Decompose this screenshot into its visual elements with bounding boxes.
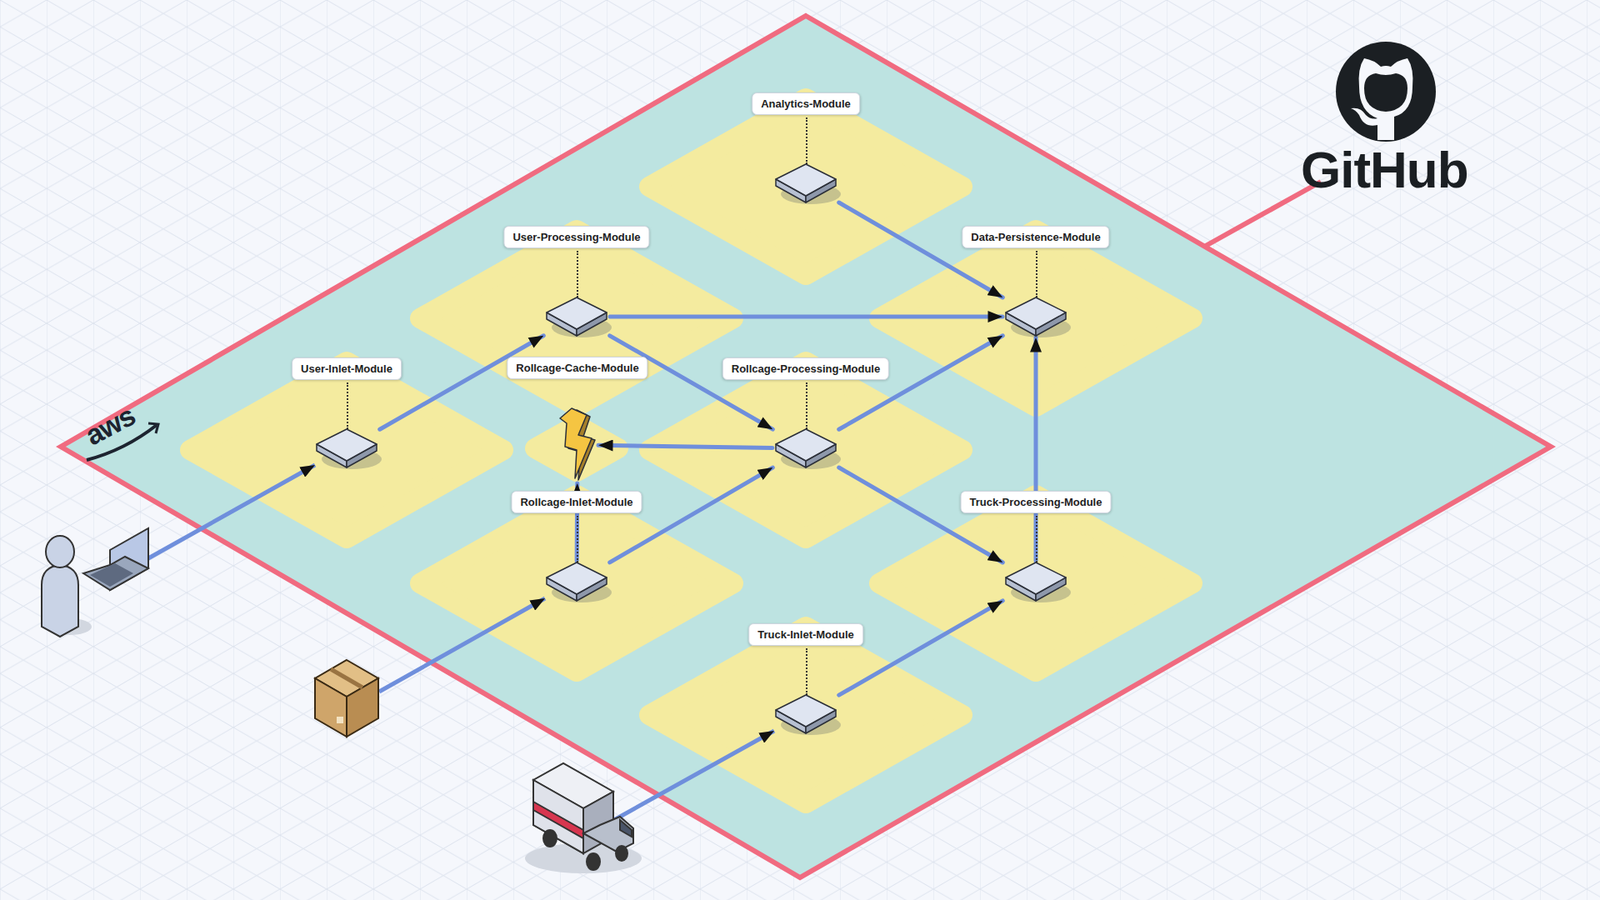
module-node: User-Processing-Module [545, 297, 609, 336]
leader-line [1035, 515, 1038, 563]
box-tape [330, 669, 363, 688]
server-icon [315, 429, 379, 468]
module-label: Rollcage-Cache-Module [506, 356, 648, 380]
user-flow [148, 465, 315, 559]
package-flow [379, 598, 545, 692]
server-top-face [546, 297, 607, 330]
octocat-face [1364, 73, 1408, 112]
lightning-icon [560, 408, 592, 479]
flow-connector [839, 335, 1004, 430]
server-icon [545, 562, 609, 601]
cache-node: Rollcage-Cache-Module [558, 408, 597, 482]
octocat-disc [1335, 41, 1436, 142]
octocat-cat [1350, 58, 1413, 140]
user-body [41, 565, 79, 637]
server-top-face [1005, 297, 1066, 330]
module-node: Rollcage-Processing-Module [774, 429, 838, 468]
github-logo [1335, 41, 1436, 142]
leader-line [805, 117, 808, 165]
module-node: User-Inlet-Module [315, 429, 379, 468]
truck-icon [525, 763, 642, 874]
module-label: User-Inlet-Module [291, 357, 402, 380]
server-top-face [546, 562, 607, 595]
module-node: Rollcage-Inlet-Module [545, 562, 609, 601]
user-head [45, 535, 75, 568]
server-icon [1004, 297, 1068, 336]
leader-line [805, 382, 808, 430]
module-label: Rollcage-Inlet-Module [510, 490, 642, 514]
module-label: Truck-Inlet-Module [748, 623, 864, 646]
zone [420, 495, 734, 672]
module-label: Data-Persistence-Module [961, 225, 1110, 249]
leader-line [805, 648, 808, 695]
truck-cab [583, 816, 634, 852]
truck-wheel [586, 853, 600, 870]
flow-connector [839, 202, 1004, 298]
module-zones [190, 98, 1193, 804]
server-top-face [1005, 562, 1066, 595]
server-top-face [316, 429, 377, 461]
server-top-face [775, 695, 836, 727]
package-icon [315, 660, 379, 737]
truck-flow [612, 730, 775, 821]
module-node: Truck-Processing-Module [1004, 562, 1068, 601]
server-icon [1004, 562, 1068, 601]
laptop-base [83, 556, 149, 590]
flow-connector [610, 335, 774, 430]
server-icon [545, 297, 609, 336]
flow-connector [610, 315, 1003, 320]
server-top-face [775, 164, 836, 196]
box-sticker [336, 716, 344, 724]
module-label: Analytics-Module [751, 92, 860, 115]
server-icon [774, 429, 838, 468]
leader-line [576, 250, 579, 298]
laptop-icon [83, 528, 149, 590]
truck-wheel [615, 845, 628, 861]
flow-connector [380, 335, 545, 430]
truck-stripe [533, 801, 584, 839]
server-icon [774, 695, 838, 734]
zone [190, 361, 504, 539]
laptop-keys [90, 563, 134, 587]
flow-connector [839, 467, 1004, 563]
truck-cargo-body [533, 780, 584, 854]
cache-icon [558, 408, 597, 482]
leader-line [576, 515, 579, 563]
truck-wheel [543, 830, 557, 847]
flow-connector [610, 467, 774, 563]
leader-line [346, 382, 349, 430]
module-node: Truck-Inlet-Module [774, 695, 838, 734]
leader-line [1035, 250, 1038, 298]
server-icon [774, 164, 838, 203]
aws-region [60, 15, 1551, 878]
external-flows [148, 465, 775, 821]
module-label: User-Processing-Module [503, 225, 650, 249]
flow-connector [839, 600, 1004, 695]
module-node: Data-Persistence-Module [1004, 297, 1068, 336]
module-node: Analytics-Module [774, 164, 838, 203]
module-label: Truck-Processing-Module [960, 490, 1112, 514]
aws-smile-tip [148, 423, 159, 434]
github-wordmark: GitHub [1300, 140, 1469, 200]
user-icon [41, 535, 92, 637]
flow-connector [598, 445, 773, 448]
module-label: Rollcage-Processing-Module [722, 357, 890, 380]
box-left [315, 678, 347, 737]
truck-window [620, 820, 632, 837]
server-top-face [775, 429, 836, 461]
